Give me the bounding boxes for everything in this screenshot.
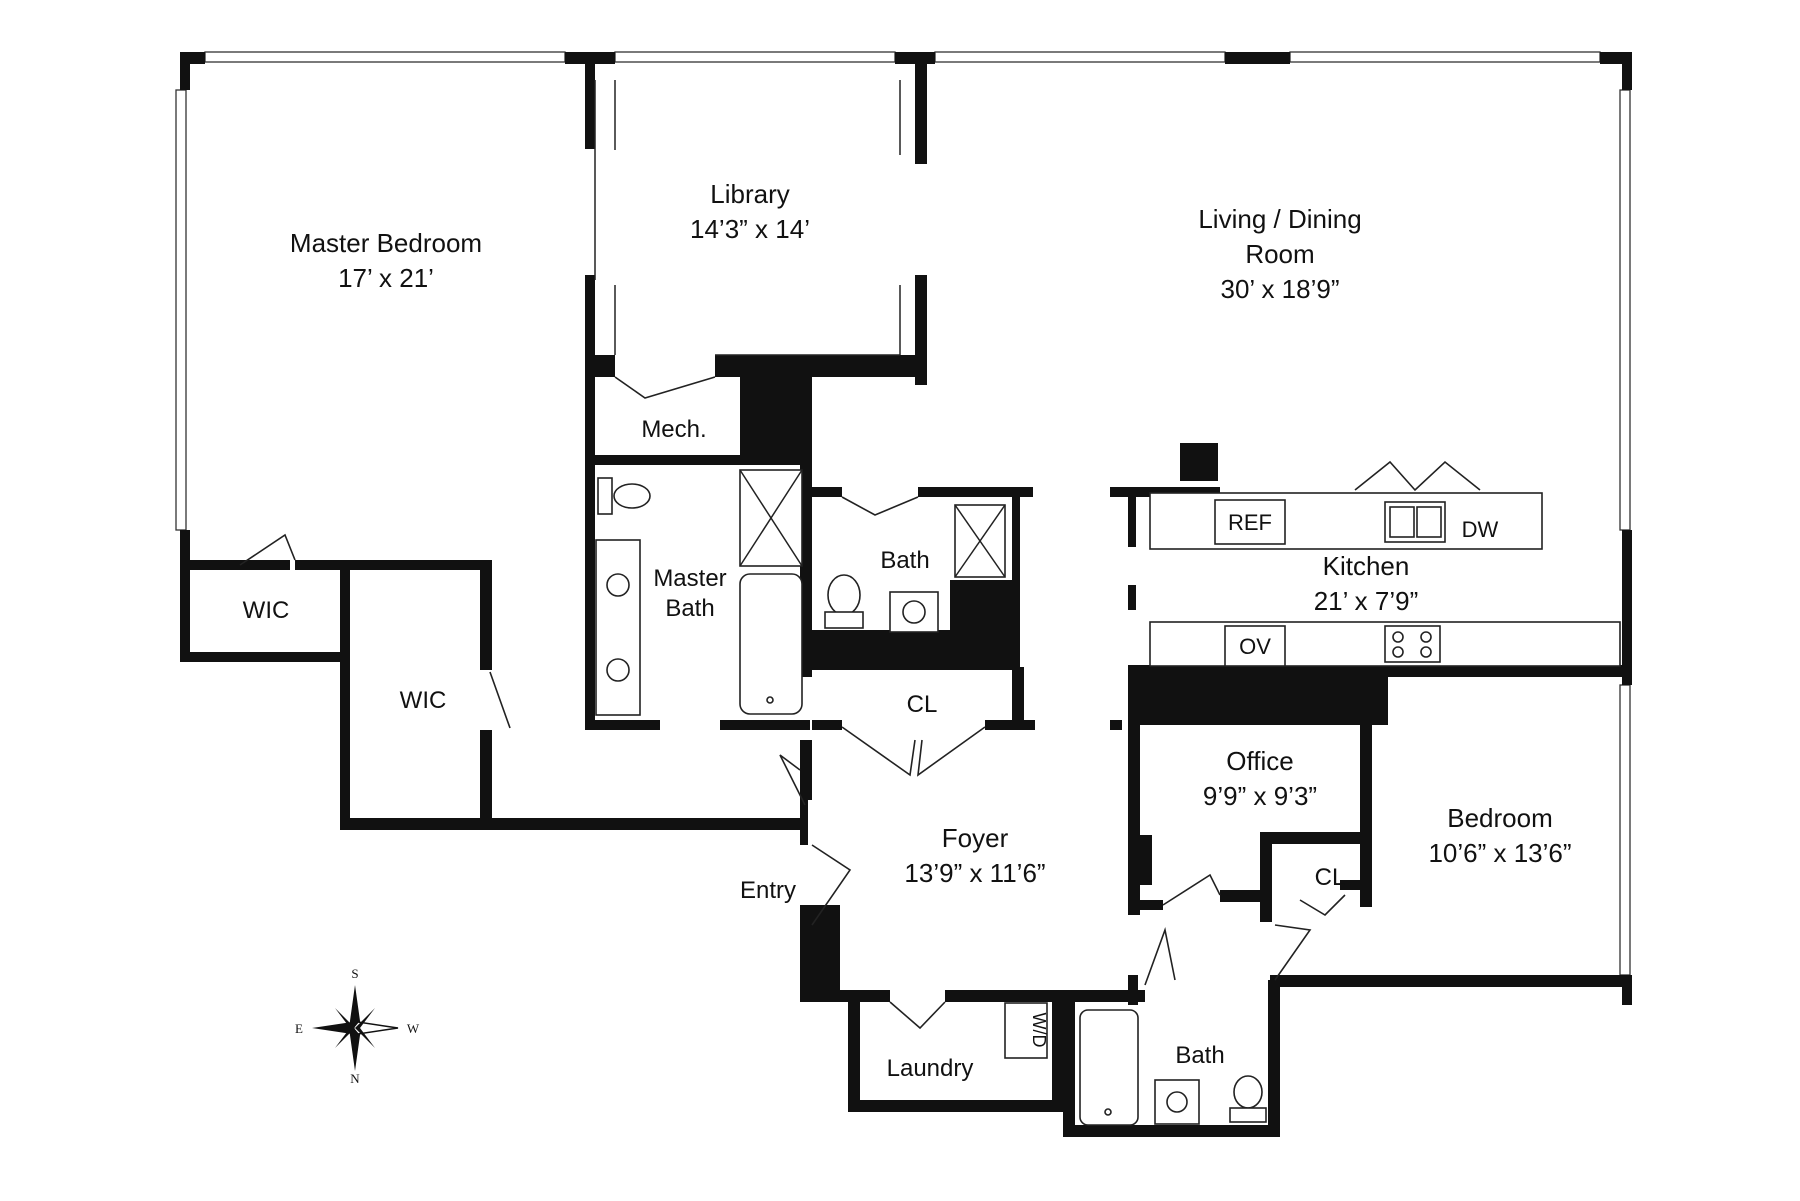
master-bath-line1: Master — [653, 565, 726, 592]
foyer-name: Foyer — [942, 823, 1009, 853]
master-bedroom-name: Master Bedroom — [290, 228, 482, 258]
center-bath-label: Bath — [880, 547, 929, 574]
library-name: Library — [710, 179, 789, 209]
office-size: 9’9” x 9’3” — [1203, 781, 1317, 811]
compass-east-point-icon — [312, 1022, 357, 1034]
compass-s-label: S — [351, 966, 358, 981]
foyer-size: 13’9” x 11’6” — [904, 858, 1045, 888]
compass-e-label: E — [295, 1021, 303, 1036]
wic-large-label: WIC — [400, 687, 447, 714]
wd-label: W/D — [1029, 1013, 1049, 1048]
compass-rose: S N E W — [295, 966, 420, 1086]
living-name-line1: Living / Dining — [1198, 204, 1361, 234]
ov-label: OV — [1239, 634, 1271, 659]
mech-label: Mech. — [641, 416, 706, 443]
master-bath-line2: Bath — [665, 595, 714, 622]
foyer-closet-label: CL — [907, 691, 938, 718]
entry-label: Entry — [740, 877, 796, 904]
doors — [239, 376, 1481, 1030]
walls — [180, 52, 1632, 1137]
master-bedroom-size: 17’ x 21’ — [338, 263, 434, 293]
compass-n-label: N — [350, 1071, 360, 1086]
bedroom-name: Bedroom — [1447, 803, 1553, 833]
room-labels: Master Bedroom 17’ x 21’ Library 14’3” x… — [243, 179, 1572, 1082]
dw-label: DW — [1462, 517, 1499, 542]
compass-south-point-icon — [349, 1023, 361, 1071]
bedroom-closet-label: CL — [1315, 864, 1346, 891]
bottom-bath-label: Bath — [1175, 1042, 1224, 1069]
kitchen-size: 21’ x 7’9” — [1314, 586, 1419, 616]
office-name: Office — [1226, 746, 1293, 776]
compass-w-label: W — [407, 1021, 420, 1036]
library-size: 14’3” x 14’ — [690, 214, 810, 244]
ref-label: REF — [1228, 510, 1272, 535]
bedroom-size: 10’6” x 13’6” — [1428, 838, 1571, 868]
living-name-line2: Room — [1245, 239, 1314, 269]
wic-small-label: WIC — [243, 597, 290, 624]
fixtures — [595, 469, 1446, 1126]
laundry-label: Laundry — [887, 1055, 974, 1082]
living-size: 30’ x 18’9” — [1221, 274, 1340, 304]
compass-north-point-icon — [349, 985, 361, 1033]
kitchen-name: Kitchen — [1323, 551, 1410, 581]
